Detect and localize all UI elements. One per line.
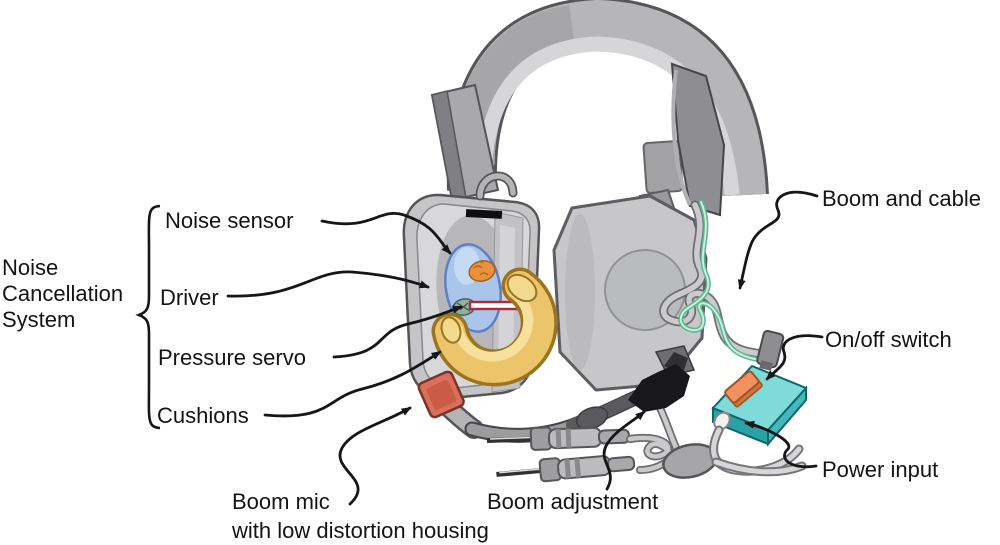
noise-sensor-callout [320, 212, 452, 255]
cushions-label: Cushions [157, 403, 249, 428]
on-off-switch-toggle [724, 370, 763, 408]
right-ear-cup [552, 188, 708, 392]
noise-sensor-label: Noise sensor [165, 208, 294, 233]
boom-mic-label: Boom mic with low distortion housing [232, 487, 489, 545]
audio-plugs [486, 426, 718, 483]
boom-mic-callout [338, 406, 412, 506]
headset-cable-plug [756, 329, 785, 371]
power-input-label: Power input [822, 457, 939, 482]
boom-adjustment-label: Boom adjustment [487, 489, 659, 514]
boom-cable-callout [737, 190, 819, 290]
switch-box [711, 329, 808, 447]
audio-plug-bottom [496, 455, 636, 483]
callout-lines [226, 190, 824, 506]
on-off-switch-callout [765, 334, 824, 381]
headband-left-hinge [430, 83, 500, 202]
pressure-servo-label: Pressure servo [158, 345, 306, 370]
cushions-callout [263, 350, 442, 418]
boom-mic-label-line1: Boom mic [232, 489, 330, 514]
audio-plug-top [486, 426, 631, 451]
on-off-switch-label: On/off switch [825, 327, 952, 352]
pressure-servo-callout [332, 305, 463, 359]
cushion [431, 267, 558, 387]
driver-callout [226, 270, 430, 298]
system-group-brace [135, 204, 161, 430]
cup-vent-slot [465, 209, 503, 219]
boom-mic-housing [417, 370, 465, 419]
driver-label: Driver [160, 285, 219, 310]
power-input-callout [744, 420, 818, 469]
noise-cancellation-system-label: Noise Cancellation System [2, 255, 124, 332]
boom-and-cable-label: Boom and cable [822, 186, 981, 211]
noise-sensor-component [468, 260, 496, 282]
boom-adjustment-joint [628, 352, 690, 412]
boom-adjustment-callout [602, 410, 646, 491]
boom-mic-label-line2: with low distortion housing [232, 518, 489, 543]
